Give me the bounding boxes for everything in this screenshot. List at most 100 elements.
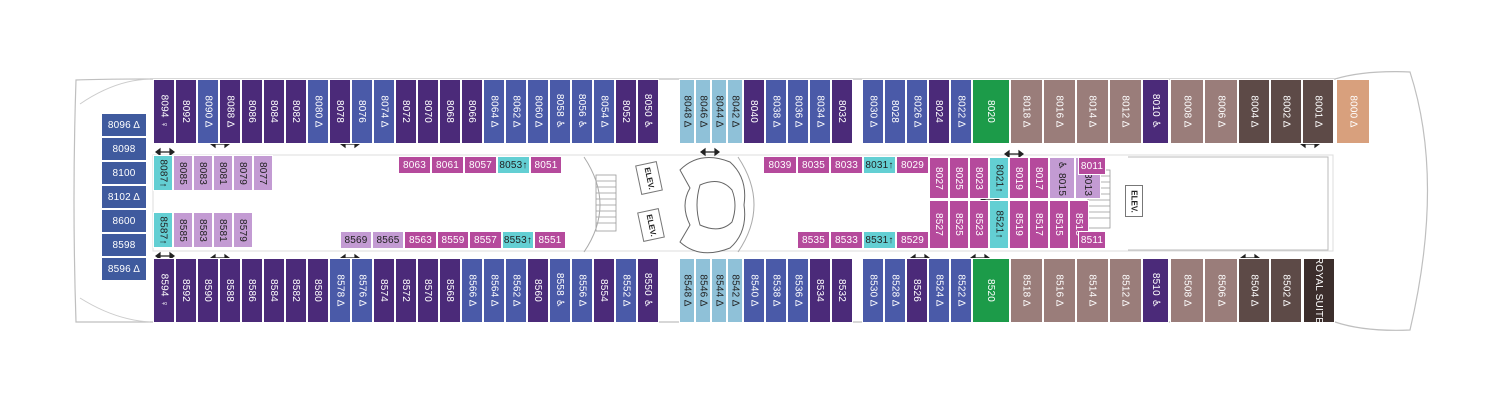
cabin-8552[interactable]: 8552 Δ — [615, 258, 637, 323]
cabin-8019[interactable]: 8019 — [1009, 157, 1029, 199]
cabin-8024[interactable]: 8024 — [928, 79, 950, 144]
cabin-8516[interactable]: 8516 Δ — [1043, 258, 1076, 323]
cabin-8542[interactable]: 8542 Δ — [727, 258, 743, 323]
cabin-8087[interactable]: 8087↑ — [153, 155, 173, 191]
cabin-8524[interactable]: 8524 Δ — [928, 258, 950, 323]
cabin-8062[interactable]: 8062 Δ — [505, 79, 527, 144]
cabin-8511[interactable]: 8511 — [1078, 231, 1106, 249]
cabin-8008[interactable]: 8008 Δ — [1170, 79, 1204, 144]
cabin-8572[interactable]: 8572 — [395, 258, 417, 323]
cabin-8566[interactable]: 8566 Δ — [461, 258, 483, 323]
cabin-8562[interactable]: 8562 Δ — [505, 258, 527, 323]
cabin-8014[interactable]: 8014 Δ — [1076, 79, 1109, 144]
cabin-8532[interactable]: 8532 — [831, 258, 853, 323]
cabin-8579[interactable]: 8579 — [233, 212, 253, 248]
cabin-8574[interactable]: 8574 — [373, 258, 395, 323]
cabin-8556[interactable]: 8556 Δ — [571, 258, 593, 323]
cabin-8565[interactable]: 8565 — [372, 231, 404, 249]
cabin-8079[interactable]: 8079 — [233, 155, 253, 191]
cabin-8580[interactable]: 8580 — [307, 258, 329, 323]
cabin-8082[interactable]: 8082 — [285, 79, 307, 144]
cabin-8600[interactable]: 8600 — [101, 209, 147, 233]
cabin-8585[interactable]: 8585 — [173, 212, 193, 248]
cabin-8046[interactable]: 8046 Δ — [695, 79, 711, 144]
cabin-8056[interactable]: 8056 ♿ — [571, 79, 593, 144]
cabin-8076[interactable]: 8076 — [351, 79, 373, 144]
cabin-8512[interactable]: 8512 Δ — [1109, 258, 1142, 323]
cabin-8084[interactable]: 8084 — [263, 79, 285, 144]
cabin-8502[interactable]: 8502 Δ — [1270, 258, 1302, 323]
cabin-8010[interactable]: 8010 ♿ — [1142, 79, 1169, 144]
cabin-8001[interactable]: 8001 Δ — [1302, 79, 1334, 144]
cabin-8090[interactable]: 8090 Δ — [197, 79, 219, 144]
cabin-8519[interactable]: 8519 — [1009, 200, 1029, 249]
cabin-8570[interactable]: 8570 — [417, 258, 439, 323]
cabin-8002[interactable]: 8002 Δ — [1270, 79, 1302, 144]
cabin-8022[interactable]: 8022 Δ — [950, 79, 972, 144]
cabin-8536[interactable]: 8536 Δ — [787, 258, 809, 323]
cabin-8569[interactable]: 8569 — [340, 231, 372, 249]
cabin-8529[interactable]: 8529 — [896, 231, 929, 249]
cabin-8044[interactable]: 8044 Δ — [711, 79, 727, 144]
cabin-8518[interactable]: 8518 Δ — [1010, 258, 1043, 323]
cabin-8015[interactable]: ♿ 8015 — [1049, 157, 1075, 199]
cabin-8538[interactable]: 8538 Δ — [765, 258, 787, 323]
cabin-8594[interactable]: 8594 ♀ — [153, 258, 175, 323]
cabin-8051[interactable]: 8051 — [530, 156, 562, 174]
cabin-8034[interactable]: 8034 Δ — [809, 79, 831, 144]
cabin-8553[interactable]: 8553↑ — [502, 231, 534, 249]
cabin-8098[interactable]: 8098 — [101, 137, 147, 161]
cabin-8528[interactable]: 8528 Δ — [884, 258, 906, 323]
cabin-8004[interactable]: 8004 Δ — [1238, 79, 1270, 144]
cabin-8554[interactable]: 8554 — [593, 258, 615, 323]
cabin-8086[interactable]: 8086 — [241, 79, 263, 144]
cabin-8557[interactable]: 8557 — [469, 231, 502, 249]
cabin-8558[interactable]: 8558 ♿ — [549, 258, 571, 323]
cabin-8102[interactable]: 8102 Δ — [101, 185, 147, 209]
cabin-8520[interactable]: 8520 — [972, 258, 1010, 323]
cabin-8068[interactable]: 8068 — [439, 79, 461, 144]
cabin-8057[interactable]: 8057 — [464, 156, 497, 174]
cabin-8515[interactable]: 8515 — [1049, 200, 1069, 249]
cabin-8540[interactable]: 8540 Δ — [743, 258, 765, 323]
cabin-8072[interactable]: 8072 — [395, 79, 417, 144]
cabin-8517[interactable]: 8517 — [1029, 200, 1049, 249]
cabin-8078[interactable]: 8078 — [329, 79, 351, 144]
cabin-8576[interactable]: 8576 Δ — [351, 258, 373, 323]
cabin-8048[interactable]: 8048 Δ — [679, 79, 695, 144]
cabin-8548[interactable]: 8548 Δ — [679, 258, 695, 323]
cabin-8583[interactable]: 8583 — [193, 212, 213, 248]
cabin-8011[interactable]: 8011 — [1078, 157, 1106, 175]
cabin-8546[interactable]: 8546 Δ — [695, 258, 711, 323]
cabin-8564[interactable]: 8564 Δ — [483, 258, 505, 323]
cabin-8563[interactable]: 8563 — [404, 231, 437, 249]
cabin-8526[interactable]: 8526 — [906, 258, 928, 323]
cabin-8066[interactable]: 8066 — [461, 79, 483, 144]
cabin-8077[interactable]: 8077 — [253, 155, 273, 191]
cabin-8527[interactable]: 8527 — [929, 200, 949, 249]
cabin-8039[interactable]: 8039 — [763, 156, 797, 174]
cabin-8074[interactable]: 8074 Δ — [373, 79, 395, 144]
cabin-8028[interactable]: 8028 — [884, 79, 906, 144]
cabin-8100[interactable]: 8100 — [101, 161, 147, 185]
cabin-8000[interactable]: 8000 Δ — [1336, 79, 1370, 144]
cabin-8533[interactable]: 8533 — [830, 231, 863, 249]
cabin-8586[interactable]: 8586 — [241, 258, 263, 323]
cabin-8026[interactable]: 8026 Δ — [906, 79, 928, 144]
cabin-8592[interactable]: 8592 — [175, 258, 197, 323]
cabin-8033[interactable]: 8033 — [830, 156, 863, 174]
cabin-8550[interactable]: 8550 ♿ — [637, 258, 659, 323]
cabin-8584[interactable]: 8584 — [263, 258, 285, 323]
cabin-8058[interactable]: 8058 ♿ — [549, 79, 571, 144]
cabin-8042[interactable]: 8042 Δ — [727, 79, 743, 144]
cabin-8063[interactable]: 8063 — [398, 156, 431, 174]
cabin-8029[interactable]: 8029 — [896, 156, 929, 174]
cabin-8508[interactable]: 8508 Δ — [1170, 258, 1204, 323]
cabin-8085[interactable]: 8085 — [173, 155, 193, 191]
cabin-8581[interactable]: 8581 — [213, 212, 233, 248]
cabin-8064[interactable]: 8064 Δ — [483, 79, 505, 144]
cabin-8598[interactable]: 8598 — [101, 233, 147, 257]
cabin-8080[interactable]: 8080 Δ — [307, 79, 329, 144]
cabin-8050[interactable]: 8050 ♿ — [637, 79, 659, 144]
cabin-8083[interactable]: 8083 — [193, 155, 213, 191]
